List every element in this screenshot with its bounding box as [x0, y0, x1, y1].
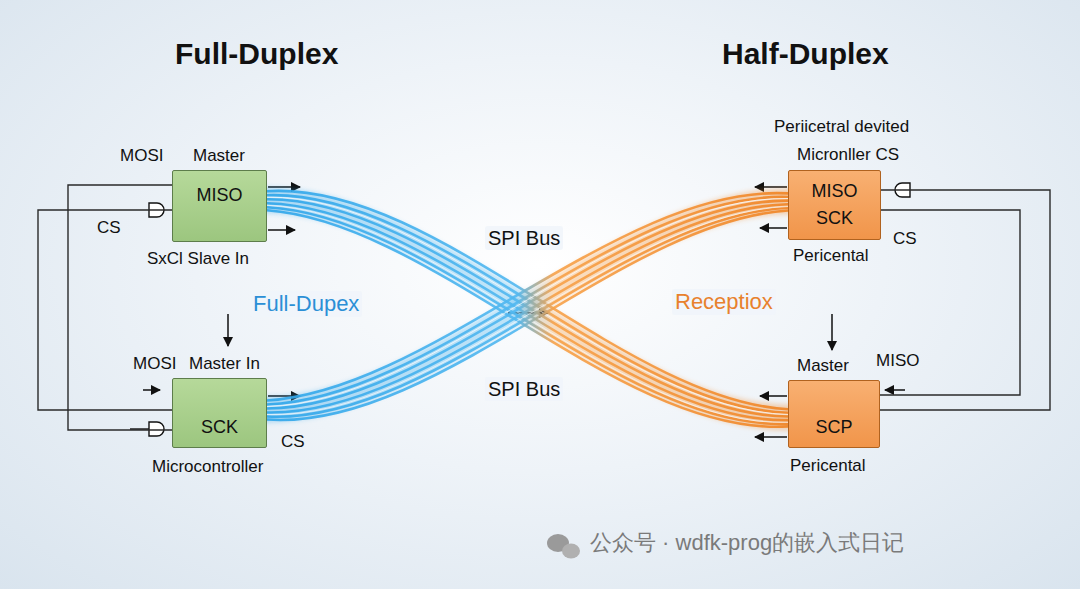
signal-name: MISO	[876, 351, 919, 371]
wire	[68, 185, 172, 430]
pin-name: SCK	[816, 208, 853, 229]
bus-label: SPI Bus	[485, 377, 563, 401]
signal-name: MOSI	[133, 354, 176, 374]
mode-label: Receptiox	[672, 289, 776, 315]
chip-heading: Master	[797, 356, 849, 376]
chip-heading: Master In	[189, 354, 260, 374]
bus-label: SPI Bus	[485, 226, 563, 250]
wechat-icon	[547, 534, 580, 559]
chip-body: MISO	[173, 185, 266, 206]
pin-stripes	[177, 186, 876, 436]
chip-body: SCK	[173, 417, 266, 438]
connector-path	[880, 190, 1050, 410]
watermark: 公众号 · wdfk-prog的嵌入式日记	[590, 530, 904, 556]
orange-chip: MasterSCP	[788, 380, 880, 448]
pin-name: SCK	[201, 417, 238, 438]
section-title: Half-Duplex	[722, 36, 889, 72]
green-chip: Master InSCK	[172, 378, 267, 448]
chip-body: MISO SCK	[789, 181, 880, 229]
wire	[38, 210, 172, 410]
connector-path	[38, 210, 172, 410]
device-label: Pericental	[790, 456, 866, 476]
mode-label: Full-Dupex	[250, 291, 362, 317]
device-label: Periicetral devited	[774, 117, 909, 137]
signal-name: MOSI	[120, 146, 163, 166]
chip-body: SCP	[789, 417, 879, 438]
device-label: Microcontroller	[152, 457, 263, 477]
pin-name: MISO	[811, 181, 857, 202]
green-chip: MasterMISO	[172, 170, 267, 242]
orange-chip: MISO SCK	[788, 170, 881, 240]
signal-name: CS	[893, 229, 917, 249]
pin-name: MISO	[196, 185, 242, 206]
signal-name: CS	[281, 432, 305, 452]
connector-path	[68, 185, 172, 430]
diagram-title: Full-Duplex	[175, 36, 338, 72]
wire	[880, 190, 1050, 410]
chip-heading: Master	[193, 146, 245, 166]
device-label: Micronller CS	[797, 145, 899, 165]
pin-name: SCP	[815, 417, 852, 438]
pin-label: SxCl Slave In	[147, 249, 249, 269]
signal-name: CS	[97, 218, 121, 238]
device-label: Pericental	[793, 246, 869, 266]
